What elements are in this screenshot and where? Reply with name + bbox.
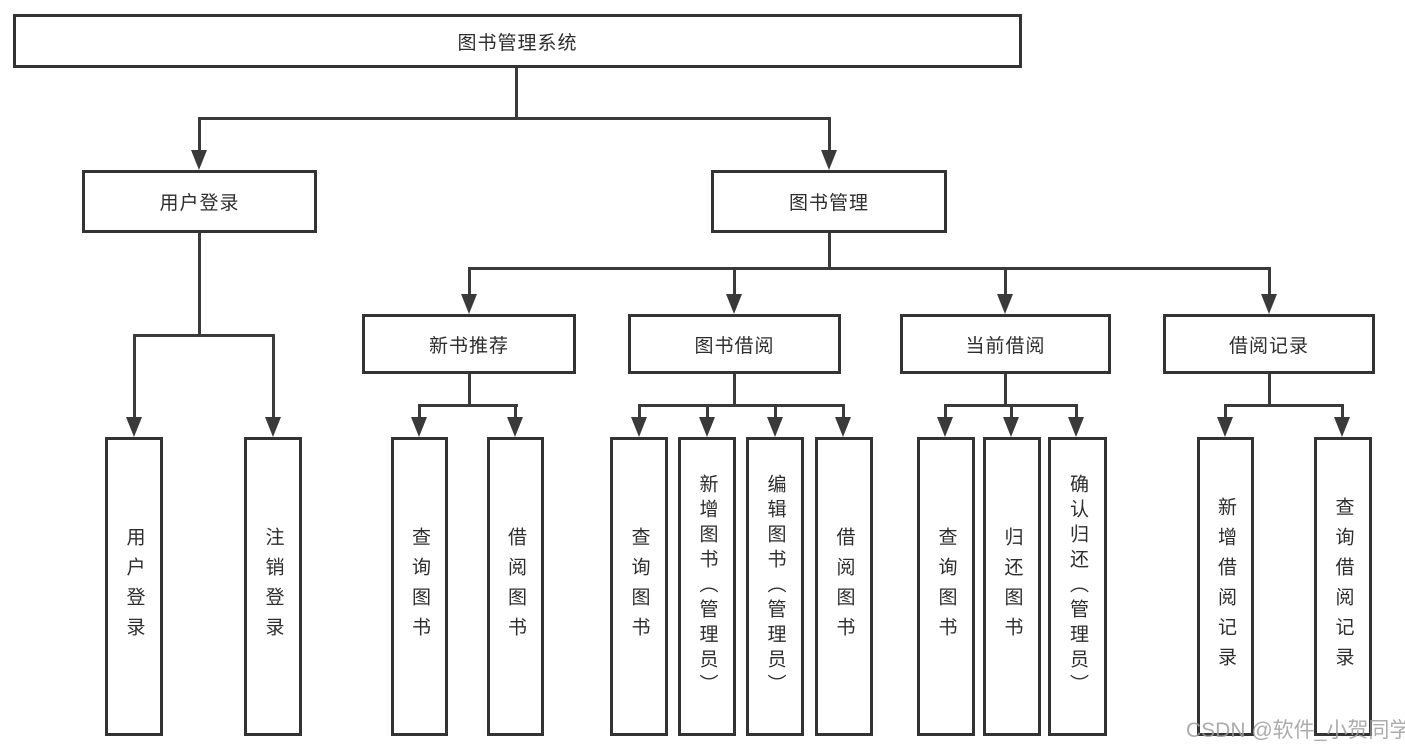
connector-new-rec-bus <box>418 404 518 407</box>
arrow-down-icon <box>821 150 837 170</box>
arrow-down-icon <box>507 417 523 437</box>
leaf-return-books: 归还图书 <box>983 437 1041 736</box>
connector-borrow-records-bus <box>1224 404 1343 407</box>
arrow-down-icon <box>937 417 953 437</box>
connector-book-borrow-stub <box>733 372 736 407</box>
connector-drop-leaf <box>944 404 947 419</box>
leaf-query-books-borrow: 查询图书 <box>610 437 668 736</box>
arrow-down-icon <box>1334 417 1350 437</box>
node-root-library-system: 图书管理系统 <box>13 14 1022 68</box>
leaf-add-books-admin: 新增图书（管理员） <box>678 437 736 736</box>
arrow-down-icon <box>1261 294 1277 314</box>
connector-drop-leaf <box>1341 404 1344 419</box>
leaf-borrow-books: 借阅图书 <box>815 437 873 736</box>
csdn-watermark: CSDN @软件_小贺同学 <box>1186 719 1405 742</box>
arrow-down-icon <box>126 417 142 437</box>
leaf-confirm-return-admin: 确认归还（管理员） <box>1048 437 1107 736</box>
connector-drop-leaf <box>842 404 845 419</box>
node-book-management: 图书管理 <box>711 170 947 233</box>
arrow-down-icon <box>631 417 647 437</box>
connector-drop-leaf <box>774 404 777 419</box>
arrow-down-icon <box>265 417 281 437</box>
connector-root-stub <box>515 67 518 120</box>
leaf-add-borrow-record: 新增借阅记录 <box>1197 437 1254 736</box>
connector-user-login-stub <box>198 231 201 336</box>
connector-drop-book-borrow <box>733 267 736 297</box>
leaf-query-books-recommend: 查询图书 <box>391 437 448 736</box>
leaf-query-books-current: 查询图书 <box>917 437 975 736</box>
arrow-down-icon <box>997 294 1013 314</box>
connector-new-rec-stub <box>468 372 471 407</box>
node-user-login: 用户登录 <box>82 170 317 233</box>
connector-drop-leaf <box>1075 404 1078 419</box>
leaf-logout-login: 注销登录 <box>244 437 302 736</box>
arrow-down-icon <box>1003 417 1019 437</box>
arrow-down-icon <box>1068 417 1084 437</box>
leaf-query-borrow-record: 查询借阅记录 <box>1314 437 1372 736</box>
connector-level3-bus <box>468 267 1271 270</box>
leaf-user-login: 用户登录 <box>105 437 163 736</box>
arrow-down-icon <box>461 294 477 314</box>
connector-drop-leaf <box>1010 404 1013 419</box>
arrow-down-icon <box>767 417 783 437</box>
node-borrowing-records: 借阅记录 <box>1163 314 1375 374</box>
connector-drop-leaf <box>418 404 421 419</box>
connector-drop-leaf <box>514 404 517 419</box>
node-new-book-recommend: 新书推荐 <box>362 314 576 374</box>
leaf-edit-books-admin: 编辑图书（管理员） <box>746 437 804 736</box>
connector-book-borrow-bus <box>638 404 845 407</box>
node-book-borrowing: 图书借阅 <box>628 314 841 374</box>
connector-drop-leaf <box>272 334 275 419</box>
connector-drop-leaf <box>706 404 709 419</box>
arrow-down-icon <box>191 150 207 170</box>
arrow-down-icon <box>1217 417 1233 437</box>
connector-drop-borrow-records <box>1268 267 1271 297</box>
leaf-borrow-books-recommend: 借阅图书 <box>487 437 544 736</box>
connector-user-login-bus <box>133 334 275 337</box>
arrow-down-icon <box>411 417 427 437</box>
connector-book-management-stub <box>828 231 831 270</box>
connector-current-borrow-stub <box>1004 372 1007 407</box>
connector-drop-leaf <box>638 404 641 419</box>
arrow-down-icon <box>726 294 742 314</box>
connector-drop-book-management <box>828 117 831 153</box>
connector-drop-current-borrow <box>1004 267 1007 297</box>
arrow-down-icon <box>699 417 715 437</box>
connector-borrow-records-stub <box>1268 372 1271 407</box>
node-current-borrowing: 当前借阅 <box>900 314 1111 374</box>
arrow-down-icon <box>835 417 851 437</box>
connector-drop-leaf <box>1224 404 1227 419</box>
connector-level2-bus <box>198 117 831 120</box>
connector-drop-new-rec <box>468 267 471 297</box>
connector-drop-leaf <box>133 334 136 419</box>
connector-drop-user-login <box>198 117 201 153</box>
